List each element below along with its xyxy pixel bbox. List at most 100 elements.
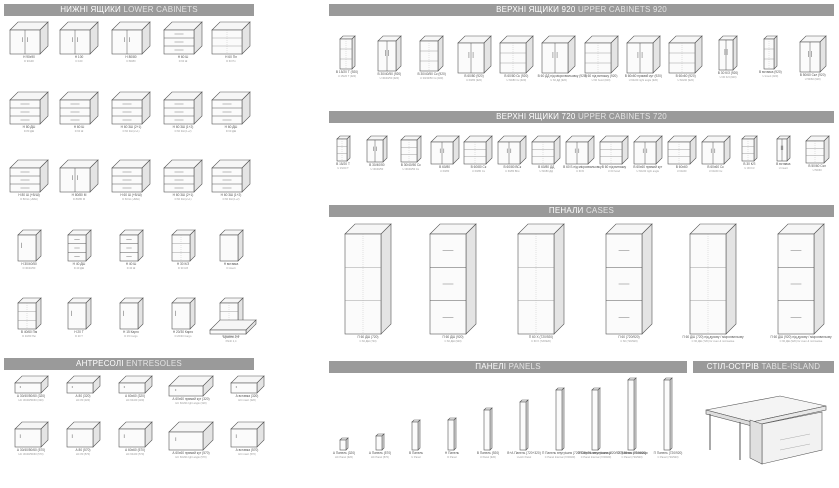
entresole-cabinet-item: А 60х60 прямий кут (570)HC 60x60 right a… [166, 420, 216, 459]
lower-cabinet-sublabel: D 60 ДШ [225, 129, 237, 133]
upper920-title-en: UPPER CABINETS 920 [577, 5, 667, 14]
entresole-cabinet-label: А 60х60 (570) [124, 448, 146, 452]
cabinet-icon [732, 134, 766, 163]
panel-item-sublabel: C Panel Internal (720/920) [544, 455, 576, 459]
lower-cabinet-item: Н 60 3Ш (2+1)D 60 3Ш (2+1) [108, 90, 154, 133]
case-cabinet-label: П 60 ДШ (720) [357, 335, 379, 339]
lower-cabinet-sublabel: D 60 Ш (+В/Ш) [122, 197, 140, 201]
lower-cabinet-label: Н 60 Пл [225, 55, 237, 59]
upper920-cabinet-label: В 60 під витяжку (920) [584, 74, 618, 78]
panel-item-label: В Панель (920) [476, 451, 500, 455]
cabinet-icon [56, 158, 102, 194]
entresole-cabinet-label: А 80 (570) [75, 448, 91, 452]
lower-cabinet-sublabel: D 30 К/З [178, 266, 188, 270]
upper720-cabinet-sublabel: U 60 Б [576, 169, 585, 173]
upper920-cabinet-item: В 60 під витяжку (920)U 60 hood (920) [580, 34, 622, 82]
lower-cabinets-header: НИЖНІ ЯЩИКИ LOWER CABINETS [4, 4, 254, 16]
entresole-cabinet-label: А 60х60 прямий кут (570) [172, 451, 210, 455]
lower-title-en: LOWER CABINETS [123, 5, 198, 14]
cabinet-icon [326, 134, 360, 163]
upper920-cabinet-label: В 30/40/50 (920) [377, 72, 402, 76]
cabinet-icon [6, 374, 56, 395]
cabinet-icon [208, 158, 254, 194]
lower-cabinet-label: Н 60 ДШ [224, 125, 238, 129]
cabinet-icon [326, 34, 368, 71]
lower-cabinet-label: Н 60 3Ш (2+1) [172, 193, 194, 197]
lower-cabinet-item: Н 60 3Ш (1+2)D 60 3Ш (1+2) [160, 90, 206, 133]
lower-cabinet-sublabel: D 40 Ш [126, 266, 136, 270]
lower-cabinet-label: Н 30/40/50 [21, 262, 37, 266]
entresoles-title-ua: АНТРЕСОЛІ [76, 359, 124, 368]
lower-cabinet-label: Н 60 3Ш (2+1) [120, 125, 142, 129]
cabinet-icon [335, 222, 401, 336]
cabinet-icon [768, 222, 834, 336]
cabinet-icon [6, 20, 52, 56]
upper920-cabinet-sublabel: U 60 hood (920) [591, 78, 611, 82]
cabinet-icon [680, 222, 746, 336]
cabinet-icon [108, 90, 154, 126]
upper920-cabinet-label: В 60х60 прямий кут (920) [624, 74, 662, 78]
cabinet-icon [6, 90, 52, 126]
upper920-cabinet-item: В 60 ДД під мікрохвильовку (920)U 60 ДД … [537, 34, 587, 82]
cabinet-icon [6, 228, 52, 263]
upper720-cabinet-sublabel: U 30/40/50 [370, 167, 384, 171]
cabinet-icon [578, 386, 614, 452]
entresole-cabinet-label: А 60х60 (320) [124, 394, 146, 398]
panel-item-sublabel: U Panel [411, 455, 421, 459]
upper720-cabinet-sublabel: U 15/20 T [337, 166, 349, 170]
upper920-cabinet-label: В 60 ДД під мікрохвильовку (920) [537, 74, 587, 78]
case-cabinet-item: П 60 ДШ (720)C 60 ДШ (720) [335, 222, 401, 343]
lower-cabinet-sublabel: D 20/30 Cargo [174, 334, 192, 338]
island-title-ua: СТІЛ-ОСТРІВ [706, 362, 760, 371]
upper720-cabinet-sublabel: U 30/40/50 Ск [402, 167, 419, 171]
upper920-cabinet-item: В вставка (920)U insert (920) [749, 34, 791, 78]
cabinet-icon [665, 34, 707, 75]
cabinet-icon [6, 296, 52, 331]
upper720-title-ua: ВЕРХНІ ЯЩИКИ 720 [496, 112, 576, 121]
cabinet-icon [108, 20, 154, 56]
cabinet-icon [434, 416, 470, 452]
case-cabinet-label: П 60 ДШ (920) [442, 335, 464, 339]
lower-cabinet-label: В 40/60 Пм [20, 330, 38, 334]
entresoles-title-en: ENTRESOLES [126, 359, 182, 368]
panel-item-item: В+А Панель (720+320)U+HC Panel [506, 398, 542, 459]
case-cabinet-label: П 60 Х (720/920) [528, 335, 554, 339]
cabinet-icon [58, 420, 108, 449]
case-cabinet-item: П 60 (720/920)C 60 (720/920) [596, 222, 662, 343]
lower-cabinet-item: Н 60 Ш (+В/Ш)D 60 Ш (+В/Ш) [108, 158, 154, 201]
cabinet-icon [580, 34, 622, 75]
cabinet-icon [326, 436, 362, 452]
cabinet-icon [631, 134, 665, 166]
upper720-cabinet-label: В 30/40/50 [369, 163, 385, 167]
panels-title-en: PANELS [508, 362, 541, 371]
upper920-cabinet-label: В 30 К/З (920) [717, 71, 739, 75]
upper720-cabinet-sublabel: U 60/80 ДД [539, 169, 553, 173]
upper920-cabinet-label: В 15/20 Т (920) [335, 70, 359, 74]
cabinet-icon [108, 158, 154, 194]
upper920-header: ВЕРХНІ ЯЩИКИ 920 UPPER CABINETS 920 [329, 4, 834, 16]
panel-item-label: Н Панель [444, 451, 460, 455]
cabinet-icon [622, 34, 664, 75]
case-cabinet-sublabel: C 60 ДШ (720) [359, 339, 377, 343]
cabinet-icon [453, 34, 495, 75]
entresole-cabinet-sublabel: HC 80 (320) [75, 398, 91, 402]
cabinet-icon [542, 386, 578, 452]
lower-cabinet-label: Цоколь 2,4 [222, 335, 240, 339]
lower-cabinet-sublabel: D 90x90 [24, 59, 34, 63]
panel-item-sublabel: HC Panel (570) [371, 455, 389, 459]
lower-cabinet-sublabel: D 60 Ш [74, 129, 84, 133]
panel-item-label: П Панель (720/920) [617, 451, 647, 455]
